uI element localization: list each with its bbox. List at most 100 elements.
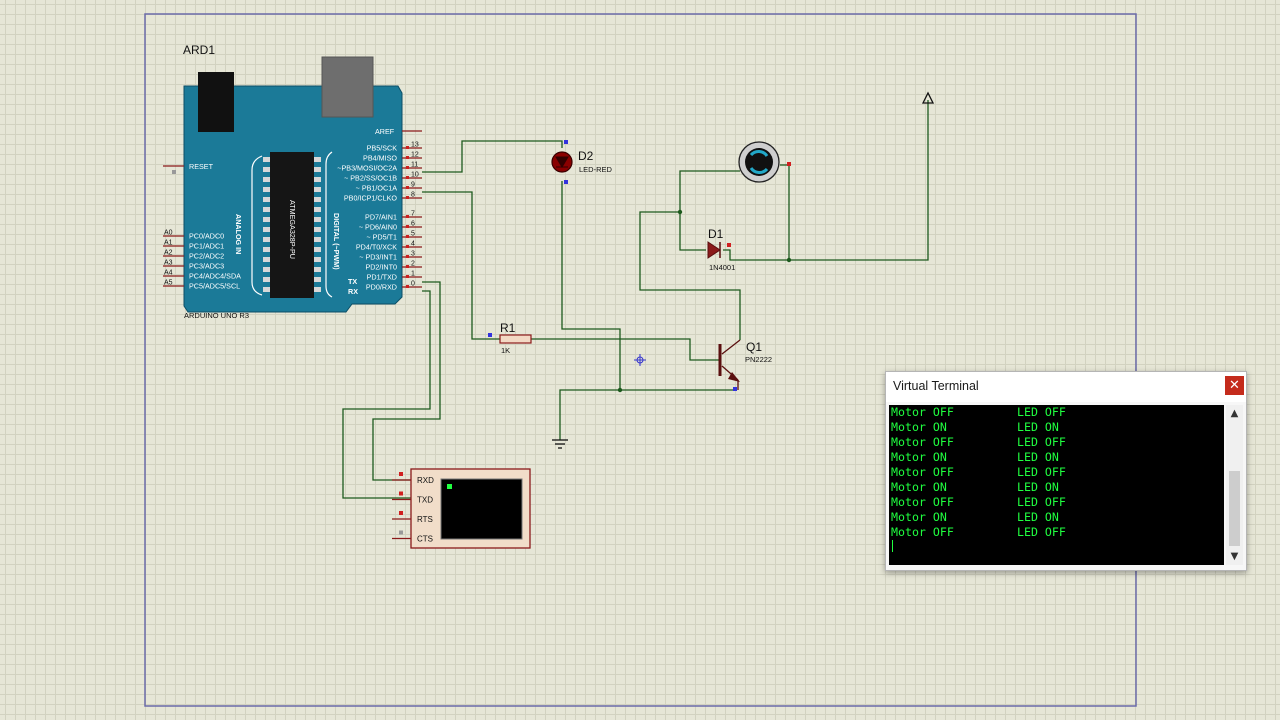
digital-pin-label: ~ PB1/OC1A bbox=[356, 184, 398, 193]
text-cursor bbox=[892, 540, 893, 552]
reset-label: RESET bbox=[189, 162, 214, 171]
digital-pin-number: 13 bbox=[411, 142, 419, 149]
resistor-r1[interactable]: R1 1K bbox=[488, 321, 532, 355]
digital-pin-number: 10 bbox=[411, 172, 419, 179]
digital-pin-label: PB4/MISO bbox=[363, 154, 397, 163]
led-status-text: LED ON bbox=[1017, 420, 1059, 434]
digital-pin-label: PD7/AIN1 bbox=[365, 213, 397, 222]
digital-pin-number: 7 bbox=[411, 211, 415, 218]
atmega-chip: ATMEGA328P-PU bbox=[263, 152, 321, 298]
analog-pin-number: A1 bbox=[164, 240, 173, 247]
digital-pin-label: PD4/T0/XCK bbox=[356, 243, 397, 252]
power-terminal-arrow bbox=[921, 91, 935, 104]
wire-pin11-led bbox=[422, 140, 563, 173]
ground-symbol bbox=[552, 439, 568, 449]
diode-ref-label: D1 bbox=[708, 227, 724, 241]
led-status-text: LED ON bbox=[1017, 510, 1059, 524]
digital-pin-label: PD1/TXD bbox=[367, 273, 397, 282]
dc-motor[interactable] bbox=[738, 141, 791, 183]
led-status-text: LED ON bbox=[1017, 480, 1059, 494]
led-status-text: LED OFF bbox=[1017, 405, 1066, 419]
chip-pins-right bbox=[314, 157, 321, 292]
scroll-down-arrow-icon[interactable]: ▼ bbox=[1230, 551, 1239, 562]
aref-label: AREF bbox=[375, 127, 395, 136]
analog-pin-number: A5 bbox=[164, 280, 173, 287]
analog-pin-label: PC1/ADC1 bbox=[189, 242, 224, 251]
led-d2[interactable]: D2 LED-RED bbox=[551, 140, 613, 184]
crosshair-marker bbox=[634, 354, 646, 366]
power-jack bbox=[198, 72, 234, 132]
digital-pin-number: 12 bbox=[411, 152, 419, 159]
led-status-text: LED OFF bbox=[1017, 435, 1066, 449]
terminal-line: Motor OFF LED OFF bbox=[891, 435, 1066, 450]
digital-pin-label: ~PB3/MOSI/OC2A bbox=[337, 164, 397, 173]
digital-pin-number: 4 bbox=[411, 241, 415, 248]
motor-status-text: Motor OFF bbox=[891, 435, 954, 449]
scrollbar-thumb[interactable] bbox=[1229, 471, 1240, 546]
motor-status-text: Motor OFF bbox=[891, 495, 954, 509]
transistor-q1[interactable]: Q1 PN2222 bbox=[718, 339, 772, 391]
digital-pin-number: 1 bbox=[411, 271, 415, 278]
terminal-pin-label: CTS bbox=[417, 535, 433, 544]
resistor-value-label: 1K bbox=[501, 346, 510, 355]
digital-pwm-title: DIGITAL (~PWM) bbox=[332, 213, 341, 270]
terminal-line: Motor ON LED ON bbox=[891, 510, 1059, 525]
close-button[interactable]: ✕ bbox=[1225, 376, 1244, 395]
digital-pin-label: PD2/INT0 bbox=[365, 263, 397, 272]
analog-pin-label: PC2/ADC2 bbox=[189, 252, 224, 261]
arduino-uno[interactable]: ARD1 ATMEGA328P-PU ANALOG IN DIGITAL (~P… bbox=[163, 43, 422, 320]
digital-pin-label: PB0/ICP1/CLKO bbox=[344, 194, 398, 203]
motor-status-text: Motor ON bbox=[891, 480, 947, 494]
usb-connector bbox=[321, 56, 374, 118]
wire-led-gnd bbox=[561, 181, 621, 390]
led-status-text: LED OFF bbox=[1017, 525, 1066, 539]
digital-pin-number: 2 bbox=[411, 261, 415, 268]
terminal-pin-label: RXD bbox=[417, 476, 434, 485]
wire-rx-terminal bbox=[342, 290, 431, 499]
digital-pin-number: 5 bbox=[411, 231, 415, 238]
transistor-ref-label: Q1 bbox=[746, 340, 762, 354]
wire-collector-loop bbox=[639, 170, 741, 340]
digital-pin-label: PB5/SCK bbox=[367, 144, 398, 153]
led-status-text: LED ON bbox=[1017, 450, 1059, 464]
scroll-up-arrow-icon[interactable]: ▲ bbox=[1230, 408, 1239, 419]
digital-pin-label: ~ PD5/T1 bbox=[366, 233, 397, 242]
led-ref-label: D2 bbox=[578, 149, 594, 163]
wire-pin9-r1 bbox=[422, 191, 500, 340]
diode-d1[interactable]: D1 1N4001 bbox=[707, 227, 735, 272]
reset-pin-marker bbox=[172, 170, 176, 174]
vertical-scrollbar[interactable]: ▲ ▼ bbox=[1226, 405, 1243, 565]
analog-pin-label: PC5/ADC5/SCL bbox=[189, 282, 240, 291]
wires bbox=[342, 100, 929, 499]
virtual-terminal-titlebar[interactable]: Virtual Terminal ✕ bbox=[886, 372, 1246, 402]
digital-pin-label: PD0/RXD bbox=[366, 283, 397, 292]
wire-tx-terminal bbox=[372, 281, 441, 481]
chip-label: ATMEGA328P-PU bbox=[288, 200, 297, 259]
terminal-pin-label: TXD bbox=[417, 496, 433, 505]
motor-status-text: Motor ON bbox=[891, 450, 947, 464]
analog-pin-number: A3 bbox=[164, 260, 173, 267]
analog-pin-label: PC3/ADC3 bbox=[189, 262, 224, 271]
analog-pin-number: A2 bbox=[164, 250, 173, 257]
analog-pin-label: PC0/ADC0 bbox=[189, 232, 224, 241]
chip-pins-left bbox=[263, 157, 270, 292]
digital-pin-label: ~ PB2/SS/OC1B bbox=[344, 174, 397, 183]
rx-label: RX bbox=[348, 287, 358, 296]
diode-value-label: 1N4001 bbox=[709, 263, 735, 272]
terminal-output[interactable]: Motor OFF LED OFF Motor ON LED ON Motor OFF L… bbox=[889, 405, 1224, 565]
wire-r1-base bbox=[531, 338, 720, 361]
digital-pin-number: 9 bbox=[411, 182, 415, 189]
digital-pin-number: 3 bbox=[411, 251, 415, 258]
analog-pin-number: A4 bbox=[164, 270, 173, 277]
analog-pin-label: PC4/ADC4/SDA bbox=[189, 272, 241, 281]
sheet-border bbox=[144, 13, 1137, 707]
motor-status-text: Motor ON bbox=[891, 510, 947, 524]
digital-pin-number: 8 bbox=[411, 192, 415, 199]
